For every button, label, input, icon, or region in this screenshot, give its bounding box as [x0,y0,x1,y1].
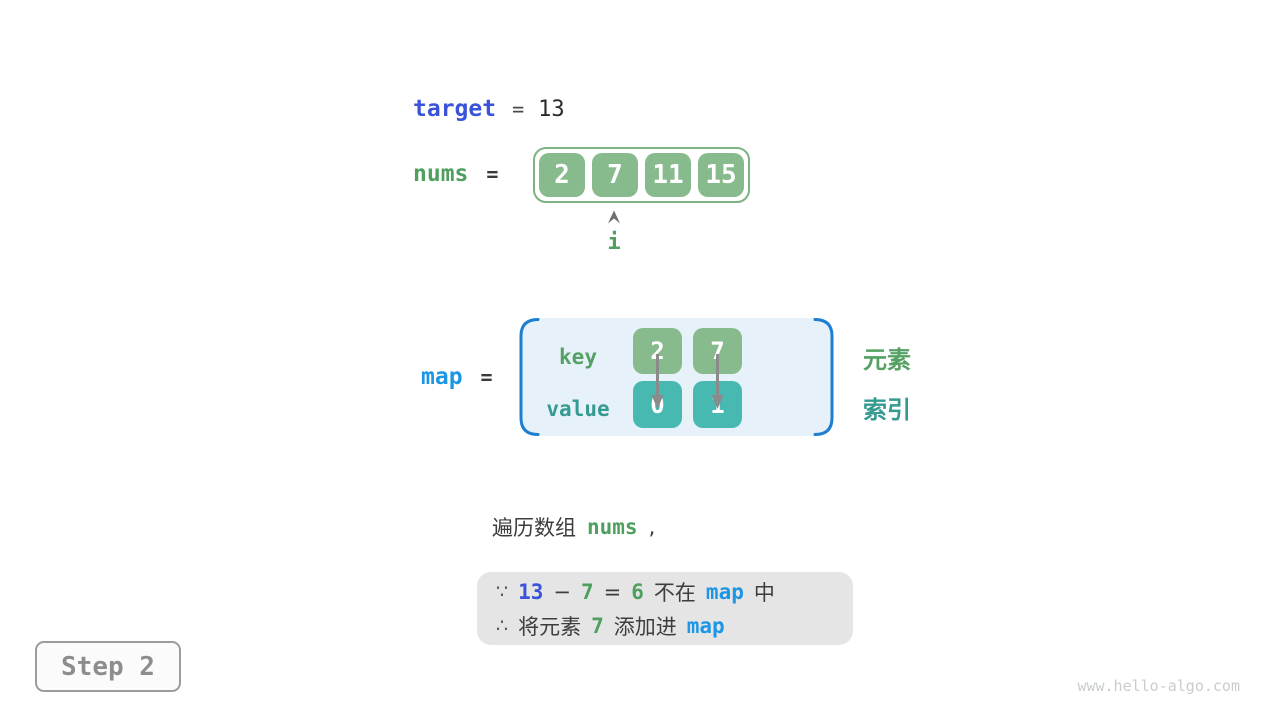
reason-difference-value: 6 [631,580,644,604]
index-pointer-label: i [607,230,621,255]
caption-code-nums: nums [587,515,638,539]
target-variable-name: target [413,96,497,122]
nums-array-cell: 11 [645,153,691,197]
reason-text-not-in: 不在 [653,581,696,605]
map-side-element-label: 元素 [863,346,911,374]
nums-label-row: nums = [413,160,512,188]
watermark: www.hello-algo.com [1077,677,1240,695]
map-link-arrow-icon [710,354,725,410]
caption-prefix: 遍历数组 [492,516,576,540]
nums-array-cell: 15 [698,153,744,197]
reasoning-line-1: ∵ 13 − 7 = 6 不在 map 中 [496,575,853,609]
map-key-cell: 2 [633,328,682,374]
caption-row: 遍历数组 nums , [492,512,655,542]
map-bracket-left-icon [518,318,540,436]
index-pointer-icon [606,209,622,225]
map-side-index-label: 索引 [863,396,911,424]
minus-sign: − [553,580,571,604]
target-equals-sign: = [512,97,525,121]
nums-array-cell: 2 [539,153,585,197]
because-symbol: ∵ [496,581,509,603]
nums-equals-sign: = [486,162,499,186]
step-badge: Step 2 [35,641,181,692]
map-label-row: map = [421,363,507,391]
map-key-cell: 7 [693,328,742,374]
nums-array-cell: 7 [592,153,638,197]
map-container: key value 2 7 0 1 [518,318,835,436]
map-variable-name: map [421,364,463,390]
equals-sign: = [603,580,622,604]
map-key-label: key [559,345,597,369]
map-equals-sign: = [480,365,493,389]
map-value-label: value [546,397,610,421]
map-link-arrow-icon [650,354,665,410]
caption-comma: , [648,515,656,539]
reason-target-value: 13 [518,580,544,604]
map-bracket-right-icon [813,318,835,436]
reasoning-box: ∵ 13 − 7 = 6 不在 map 中 ∴ 将元素 7 添加进 map [477,572,853,645]
reason-added-value: 7 [591,614,604,638]
reason-element-value: 7 [581,580,594,604]
nums-array: 2 7 11 15 [533,147,750,203]
reason-text-add-into: 添加进 [613,615,677,639]
reason-text-add-element: 将元素 [518,615,582,639]
reason-code-map: map [686,614,725,638]
reason-text-in: 中 [753,581,775,605]
target-value: 13 [538,96,565,122]
nums-variable-name: nums [413,161,469,187]
target-row: target = 13 [413,95,565,123]
reasoning-line-2: ∴ 将元素 7 添加进 map [496,609,853,643]
therefore-symbol: ∴ [496,615,509,637]
reason-code-map: map [705,580,744,604]
